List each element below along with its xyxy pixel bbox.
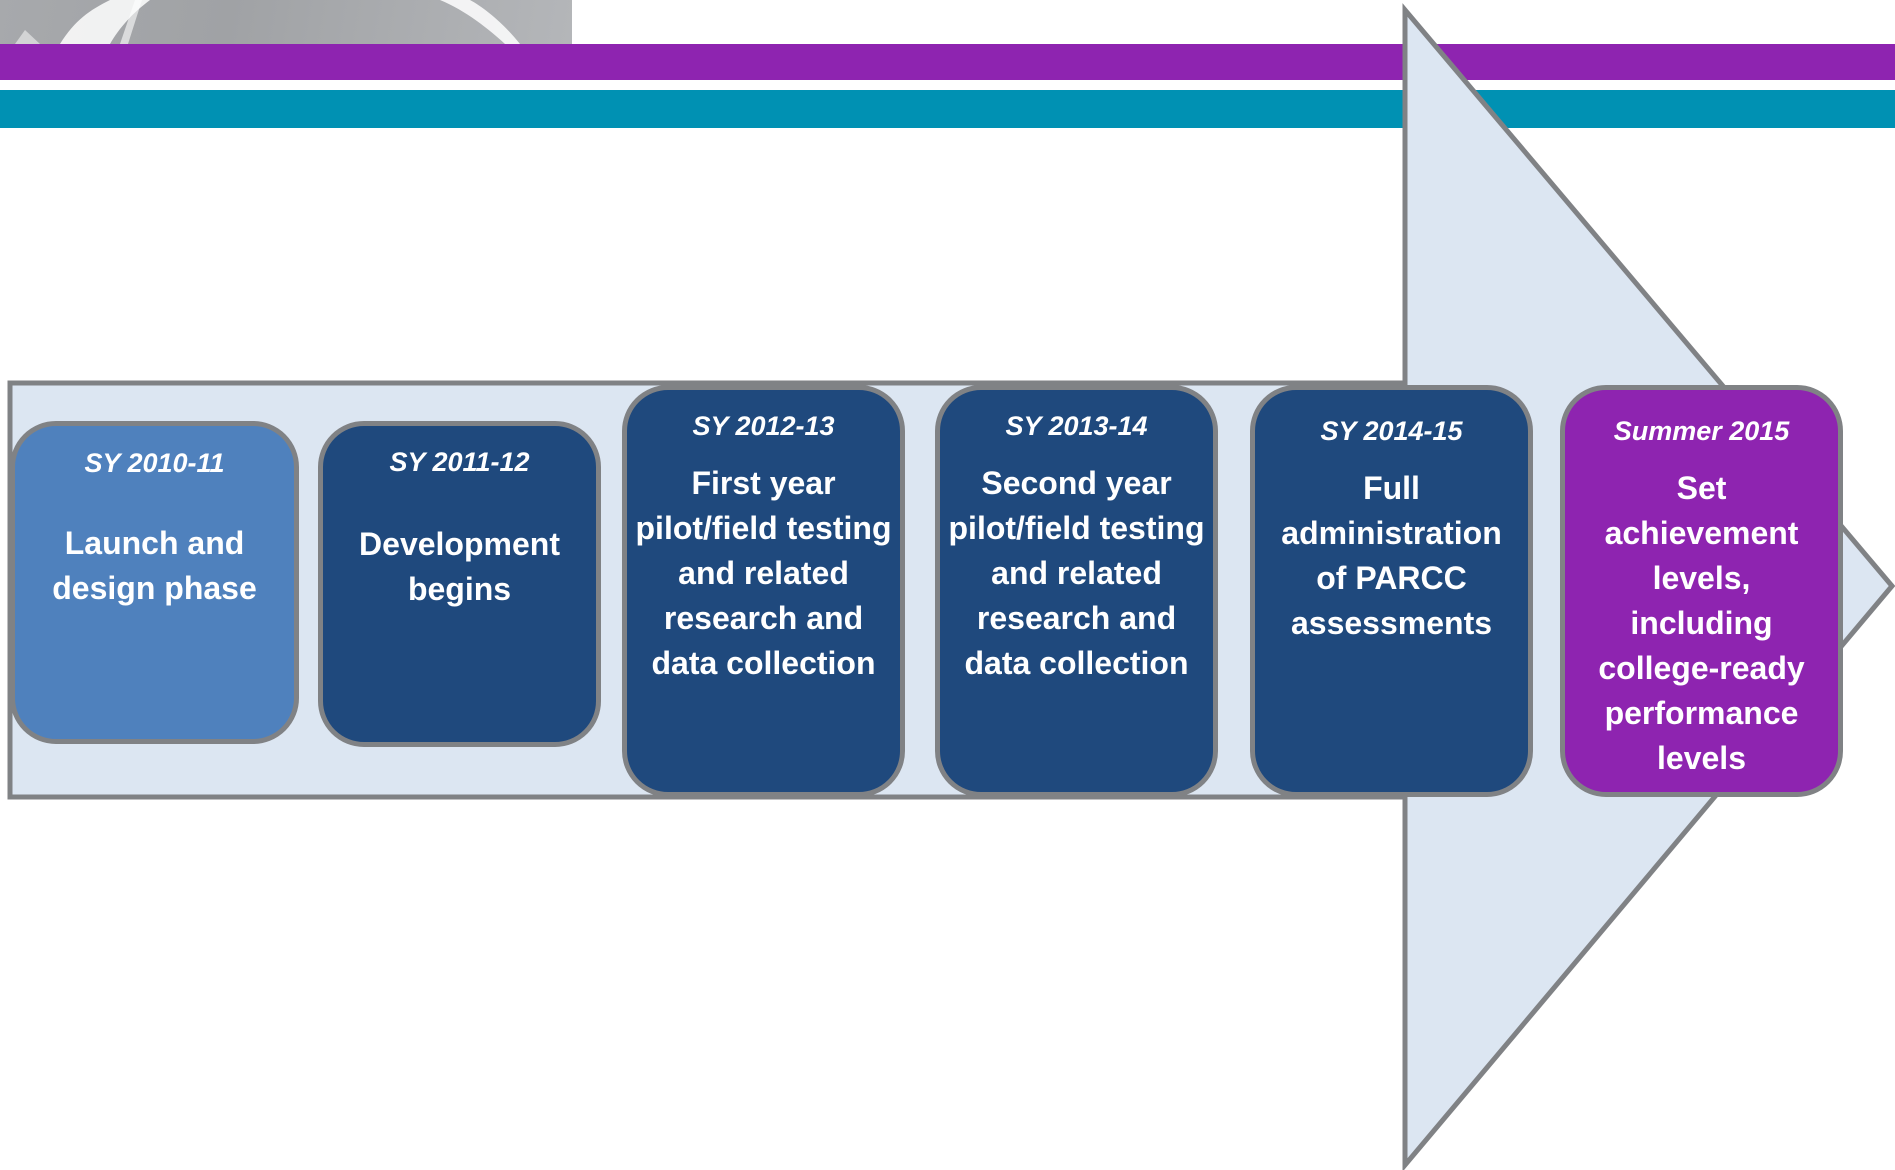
phase-description: Development begins [359, 526, 560, 607]
phase-description: Full administration of PARCC assessments [1281, 470, 1502, 641]
phase-description: Set achievement levels, including colleg… [1598, 470, 1805, 776]
period-label: SY 2014-15 [1320, 416, 1463, 446]
period-label: SY 2013-14 [1005, 411, 1148, 441]
header-purple-band [0, 44, 1895, 80]
timeline-box-sy-2010-11: SY 2010-11 Launch and design phase [10, 421, 299, 744]
period-label: SY 2010-11 [84, 448, 225, 478]
header-teal-band [0, 90, 1895, 128]
photo-texture [15, 0, 520, 44]
phase-description: Second year pilot/field testing and rela… [948, 465, 1205, 681]
timeline-box-summer-2015: Summer 2015 Set achievement levels, incl… [1560, 385, 1843, 797]
phase-description: Launch and design phase [52, 525, 257, 606]
header-photo [0, 0, 572, 44]
timeline-box-sy-2013-14: SY 2013-14 Second year pilot/field testi… [935, 385, 1218, 797]
period-label: Summer 2015 [1613, 416, 1790, 446]
period-label: SY 2012-13 [692, 411, 835, 441]
timeline-box-sy-2011-12: SY 2011-12 Development begins [318, 421, 601, 747]
timeline-box-sy-2014-15: SY 2014-15 Full administration of PARCC … [1250, 385, 1533, 797]
period-label: SY 2011-12 [389, 447, 530, 477]
timeline-box-sy-2012-13: SY 2012-13 First year pilot/field testin… [622, 385, 905, 797]
phase-description: First year pilot/field testing and relat… [635, 465, 892, 681]
